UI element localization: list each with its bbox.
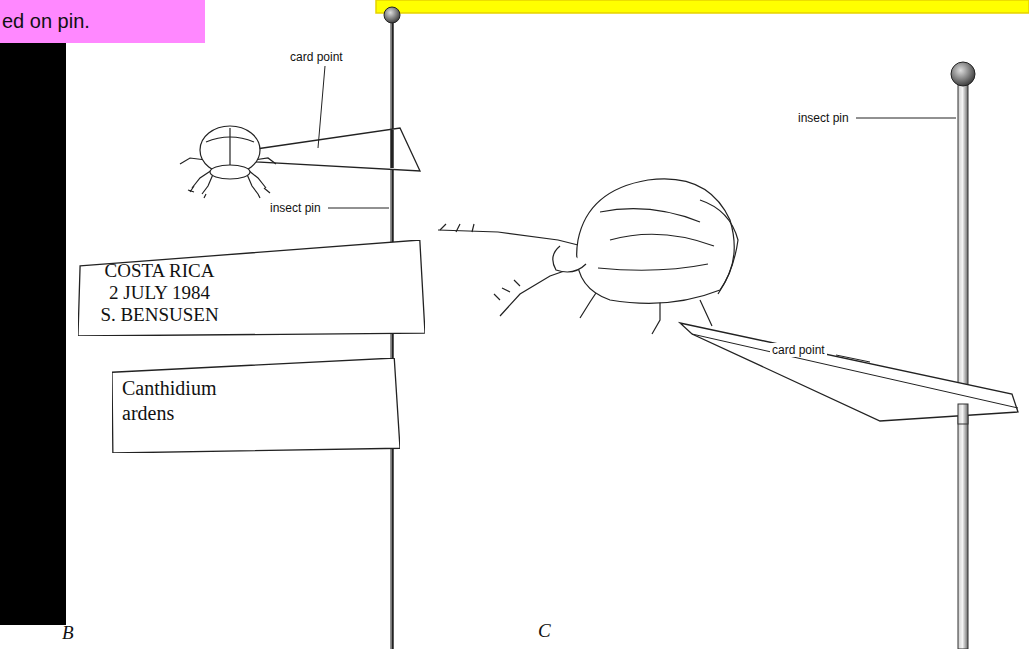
panel-letter: B (62, 622, 74, 644)
leader-line (856, 118, 956, 119)
leader-line (328, 208, 389, 209)
part-label: insect pin (796, 111, 851, 125)
part-label: card point (288, 50, 345, 64)
part-label: card point (770, 343, 827, 357)
card-point-b (256, 128, 420, 171)
beetle-side (438, 179, 738, 334)
determination-label: Canthidium ardens (112, 358, 400, 453)
leader-line (836, 355, 870, 362)
insect-pin-c (951, 62, 975, 649)
heading-box: ed on pin. (0, 0, 205, 43)
panel-letter: C (538, 620, 551, 642)
leader-line (318, 66, 325, 148)
yellow-bar (376, 0, 1029, 13)
part-label: insect pin (268, 201, 323, 215)
locality-label: COSTA RICA 2 JULY 1984 S. BENSUSEN (78, 240, 425, 336)
beetle-front (180, 126, 276, 198)
dark-strip (0, 40, 66, 625)
label-text: ed on pin. (2, 9, 90, 33)
label-text: Canthidium ardens (122, 376, 162, 426)
label-text: COSTA RICA 2 JULY 1984 S. BENSUSEN (100, 260, 219, 326)
